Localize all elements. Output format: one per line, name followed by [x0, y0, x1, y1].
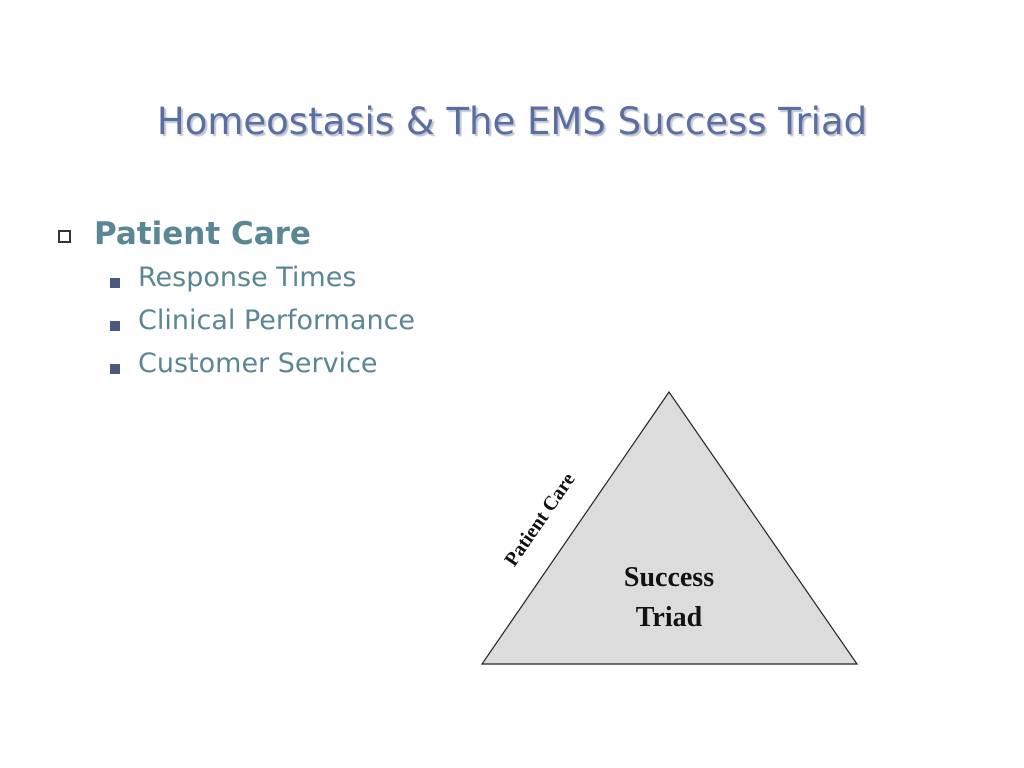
triad-triangle: [480, 390, 859, 665]
hollow-square-bullet-icon: [58, 230, 71, 243]
sub-bullet-text: Clinical Performance: [138, 305, 416, 336]
success-triad-diagram: Patient Care Success Triad: [470, 385, 870, 675]
triad-svg: Patient Care Success Triad: [480, 390, 859, 665]
sub-bullet-text: Response Times: [138, 262, 357, 293]
square-bullet-icon: [110, 278, 120, 288]
slide-title: Homeostasis & The EMS Success Triad: [156, 100, 868, 143]
square-bullet-icon: [110, 321, 120, 331]
triad-center-line1: Success: [624, 562, 714, 593]
square-bullet-icon: [110, 364, 120, 374]
sub-bullet-text: Customer Service: [138, 348, 378, 379]
triad-center-line2: Triad: [636, 602, 703, 633]
bullet-primary-text: Patient Care: [94, 216, 311, 252]
